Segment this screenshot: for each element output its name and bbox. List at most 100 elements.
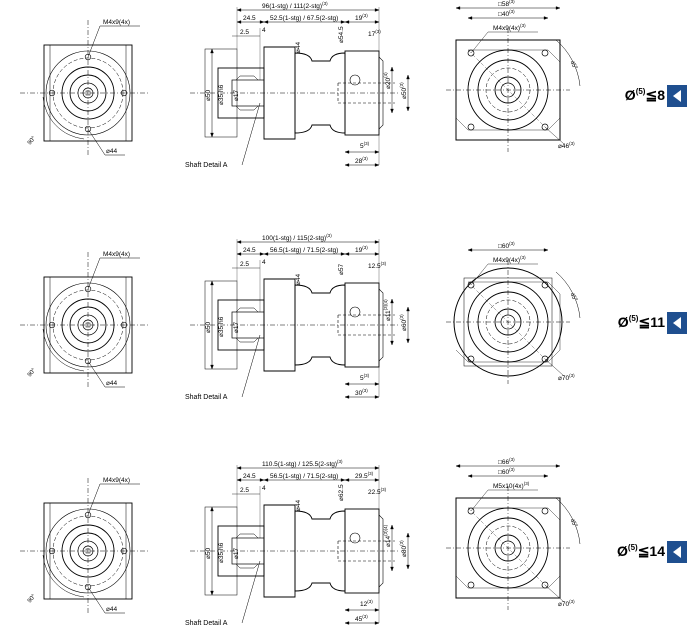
ratio-tag-3[interactable]: Ø(5)≦14 xyxy=(617,541,687,563)
drawing-path xyxy=(236,466,242,470)
drawing-path xyxy=(555,271,581,319)
front-dia-label: ⌀44 xyxy=(106,380,118,387)
side-dia-17: ⌀17 xyxy=(233,89,240,101)
drawing-path xyxy=(210,132,214,138)
expand-arrow-icon[interactable] xyxy=(667,541,687,563)
drawing-path xyxy=(406,74,410,80)
side-dim-d3: 29.5(3) xyxy=(355,471,374,480)
drawing-path xyxy=(555,39,581,87)
drawing-path xyxy=(555,464,561,468)
side-dim-d2: 56.5(1-stg) / 71.5(2-stg) xyxy=(270,473,338,480)
side-dia-35: ⌀35 h6 xyxy=(218,542,225,563)
drawing-path xyxy=(344,608,350,612)
end-square-inner: □40(3) xyxy=(498,9,515,18)
side-dia-fit: ⌀50(3) xyxy=(399,82,408,99)
drawing-path xyxy=(543,474,549,478)
end-view: □58(3)□40(3)M4x9(4x)(3)45°⌀46(3) xyxy=(446,0,581,152)
end-view: □66(3)□60(3)M5x10(4x)(3)45°⌀70(3) xyxy=(446,457,581,610)
side-dia-54: ⌀54.5 xyxy=(338,26,345,43)
front-screw-label: M4x9(4x) xyxy=(103,251,130,258)
end-square-outer: □66(3) xyxy=(498,457,515,466)
side-total-length: 100(1-stg) / 115(2-stg)(3) xyxy=(262,233,332,242)
drawing-line xyxy=(544,126,565,145)
side-dim-d4: 2.5 xyxy=(240,29,249,36)
drawing-path xyxy=(42,96,85,140)
ratio-footnote: (5) xyxy=(635,87,646,96)
side-dia-50: ⌀50 xyxy=(205,547,212,559)
side-dia-20: ⌀11(3)(4) xyxy=(383,299,392,321)
drawing-path xyxy=(344,252,350,256)
drawing-path xyxy=(455,6,461,10)
front-screw-label: M4x9(4x) xyxy=(103,19,130,26)
drawing-path xyxy=(555,6,561,10)
side-dia-35: ⌀35 h6 xyxy=(218,316,225,337)
side-dim-d5: 4 xyxy=(262,27,266,34)
drawing-path xyxy=(236,478,242,482)
drawing-line xyxy=(87,257,101,290)
side-dia-44: ⌀44 xyxy=(295,499,302,511)
drawing-line xyxy=(87,25,101,58)
drawing-circle xyxy=(349,532,361,544)
front-dia-label: ⌀44 xyxy=(106,148,118,155)
drawing-path xyxy=(210,364,214,370)
drawing-path xyxy=(340,20,346,24)
drawing-path xyxy=(42,554,85,598)
end-screw-label: M5x10(4x)(3) xyxy=(493,481,530,490)
drawing-row-2: M4x9(4x)90°⌀44 100(1-stg) / 115(2-stg)(3)… xyxy=(20,233,581,401)
drawing-path xyxy=(374,466,380,470)
drawing-path xyxy=(455,281,561,363)
drawing-path xyxy=(236,8,242,12)
drawing-path xyxy=(263,504,296,598)
ratio-tag-2[interactable]: Ø(5)≦11 xyxy=(617,312,687,334)
side-dim-d5: 4 xyxy=(262,259,266,266)
drawing-line xyxy=(467,507,549,589)
ratio-tag-1[interactable]: Ø(5)≦8 xyxy=(617,85,687,107)
side-dia-44: ⌀44 xyxy=(295,273,302,285)
drawing-line xyxy=(470,263,489,286)
side-dim-28: 28(3) xyxy=(355,156,368,165)
front-view: M4x9(4x)90°⌀44 xyxy=(20,251,150,388)
side-dim-d6: 22.5(3) xyxy=(368,487,387,496)
drawing-line xyxy=(470,489,489,512)
drawing-path xyxy=(455,464,461,468)
side-dia-20: ⌀14(3)(4) xyxy=(383,524,392,547)
drawing-path xyxy=(455,49,561,131)
side-dia-50: ⌀50 xyxy=(205,321,212,333)
side-dim-d1: 24.5 xyxy=(243,247,256,254)
drawing-path xyxy=(210,280,214,286)
drawing-line xyxy=(467,281,549,363)
expand-arrow-icon[interactable] xyxy=(667,85,687,107)
drawing-circle xyxy=(349,74,361,86)
front-angle-label: 90° xyxy=(27,135,38,146)
drawing-path xyxy=(467,474,473,478)
drawing-path xyxy=(344,395,350,399)
side-dim-d1: 24.5 xyxy=(243,473,256,480)
drawing-path xyxy=(390,524,394,530)
side-dia-17: ⌀17 xyxy=(233,321,240,333)
drawing-path xyxy=(344,621,350,625)
drawing-path xyxy=(344,382,350,386)
drawing-path xyxy=(455,507,561,589)
drawing-path xyxy=(390,340,394,346)
drawing-line xyxy=(544,584,565,603)
side-dia-35: ⌀35 h6 xyxy=(218,84,225,105)
end-angle-label: 45° xyxy=(568,518,578,529)
end-dia-label: ⌀70(3) xyxy=(558,599,575,608)
expand-arrow-icon[interactable] xyxy=(667,312,687,334)
side-dia-54: ⌀62.5 xyxy=(338,484,345,501)
side-dia-fit: ⌀80(3) xyxy=(399,540,408,557)
drawing-circle xyxy=(467,507,475,515)
drawing-path xyxy=(374,20,380,24)
side-dim-d4: 2.5 xyxy=(240,487,249,494)
drawing-line xyxy=(241,334,261,398)
end-dia-label: ⌀70(3) xyxy=(558,373,575,382)
drawing-path xyxy=(374,163,380,167)
drawing-circle xyxy=(467,281,475,289)
drawing-circle xyxy=(467,49,475,57)
drawing-path xyxy=(467,16,473,20)
side-dia-17: ⌀17 xyxy=(233,547,240,559)
